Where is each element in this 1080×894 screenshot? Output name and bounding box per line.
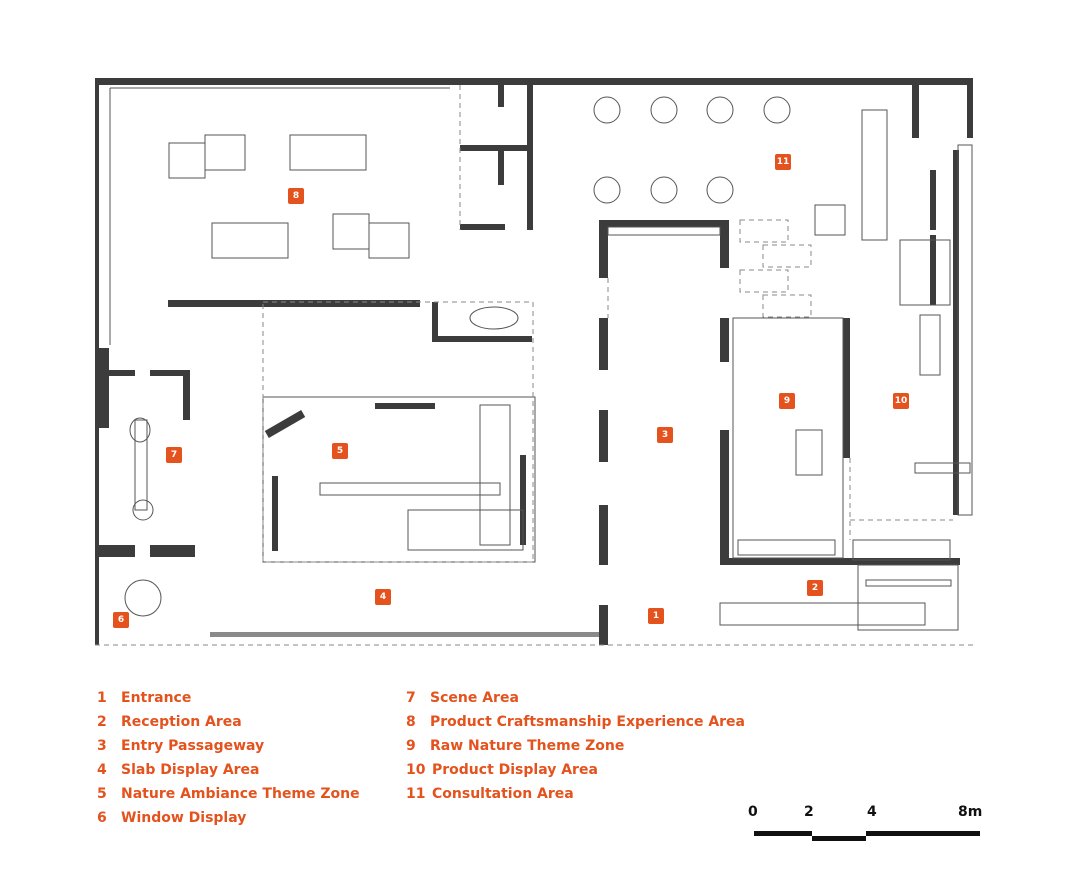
marker-slab-display-area: 4 bbox=[375, 589, 391, 605]
legend-item: 10 Product Display Area bbox=[406, 762, 598, 778]
legend-item: 1 Entrance bbox=[97, 690, 191, 706]
legend-item: 6 Window Display bbox=[97, 810, 246, 826]
marker-nature-ambiance-zone: 5 bbox=[332, 443, 348, 459]
marker-consultation-area: 11 bbox=[775, 154, 791, 170]
legend-item: 8 Product Craftsmanship Experience Area bbox=[406, 714, 745, 730]
legend-num: 3 bbox=[97, 738, 107, 754]
scale-label-2: 2 bbox=[804, 804, 814, 820]
legend-label: Product Craftsmanship Experience Area bbox=[430, 714, 745, 730]
marker-entry-passageway: 3 bbox=[657, 427, 673, 443]
scale-label-4: 4 bbox=[867, 804, 877, 820]
marker-craftsmanship-area: 8 bbox=[288, 188, 304, 204]
walls bbox=[95, 78, 973, 645]
legend-item: 3 Entry Passageway bbox=[97, 738, 264, 754]
legend-item: 11 Consultation Area bbox=[406, 786, 574, 802]
furniture-lines bbox=[109, 87, 973, 631]
tables-and-chairs bbox=[593, 96, 791, 204]
legend-label: Entrance bbox=[121, 690, 192, 706]
legend-num: 6 bbox=[97, 810, 107, 826]
marker-window-display: 6 bbox=[113, 612, 129, 628]
legend-label: Nature Ambiance Theme Zone bbox=[121, 786, 360, 802]
legend-item: 4 Slab Display Area bbox=[97, 762, 260, 778]
legend-item: 9 Raw Nature Theme Zone bbox=[406, 738, 624, 754]
legend-label: Entry Passageway bbox=[121, 738, 265, 754]
legend-num: 7 bbox=[406, 690, 416, 706]
legend-item: 5 Nature Ambiance Theme Zone bbox=[97, 786, 360, 802]
marker-scene-area: 7 bbox=[166, 447, 182, 463]
legend-num: 2 bbox=[97, 714, 107, 730]
legend-label: Consultation Area bbox=[432, 786, 574, 802]
legend-label: Raw Nature Theme Zone bbox=[430, 738, 625, 754]
legend-num: 9 bbox=[406, 738, 416, 754]
legend-num: 4 bbox=[97, 762, 107, 778]
legend-item: 2 Reception Area bbox=[97, 714, 242, 730]
legend-item: 7 Scene Area bbox=[406, 690, 519, 706]
legend-num: 11 bbox=[406, 786, 426, 802]
legend-label: Scene Area bbox=[430, 690, 519, 706]
legend-label: Window Display bbox=[121, 810, 247, 826]
legend-num: 10 bbox=[406, 762, 426, 778]
scale-label-8m: 8m bbox=[958, 804, 983, 820]
legend-label: Slab Display Area bbox=[121, 762, 260, 778]
scale-label-0: 0 bbox=[748, 804, 758, 820]
legend-num: 1 bbox=[97, 690, 107, 706]
legend-num: 5 bbox=[97, 786, 107, 802]
legend-label: Reception Area bbox=[121, 714, 242, 730]
scale-bar bbox=[754, 831, 980, 841]
legend-label: Product Display Area bbox=[432, 762, 598, 778]
marker-raw-nature-zone: 9 bbox=[779, 393, 795, 409]
marker-product-display-area: 10 bbox=[893, 393, 909, 409]
legend-num: 8 bbox=[406, 714, 416, 730]
dashed-zones bbox=[95, 85, 973, 646]
marker-reception-area: 2 bbox=[807, 580, 823, 596]
marker-entrance: 1 bbox=[648, 608, 664, 624]
